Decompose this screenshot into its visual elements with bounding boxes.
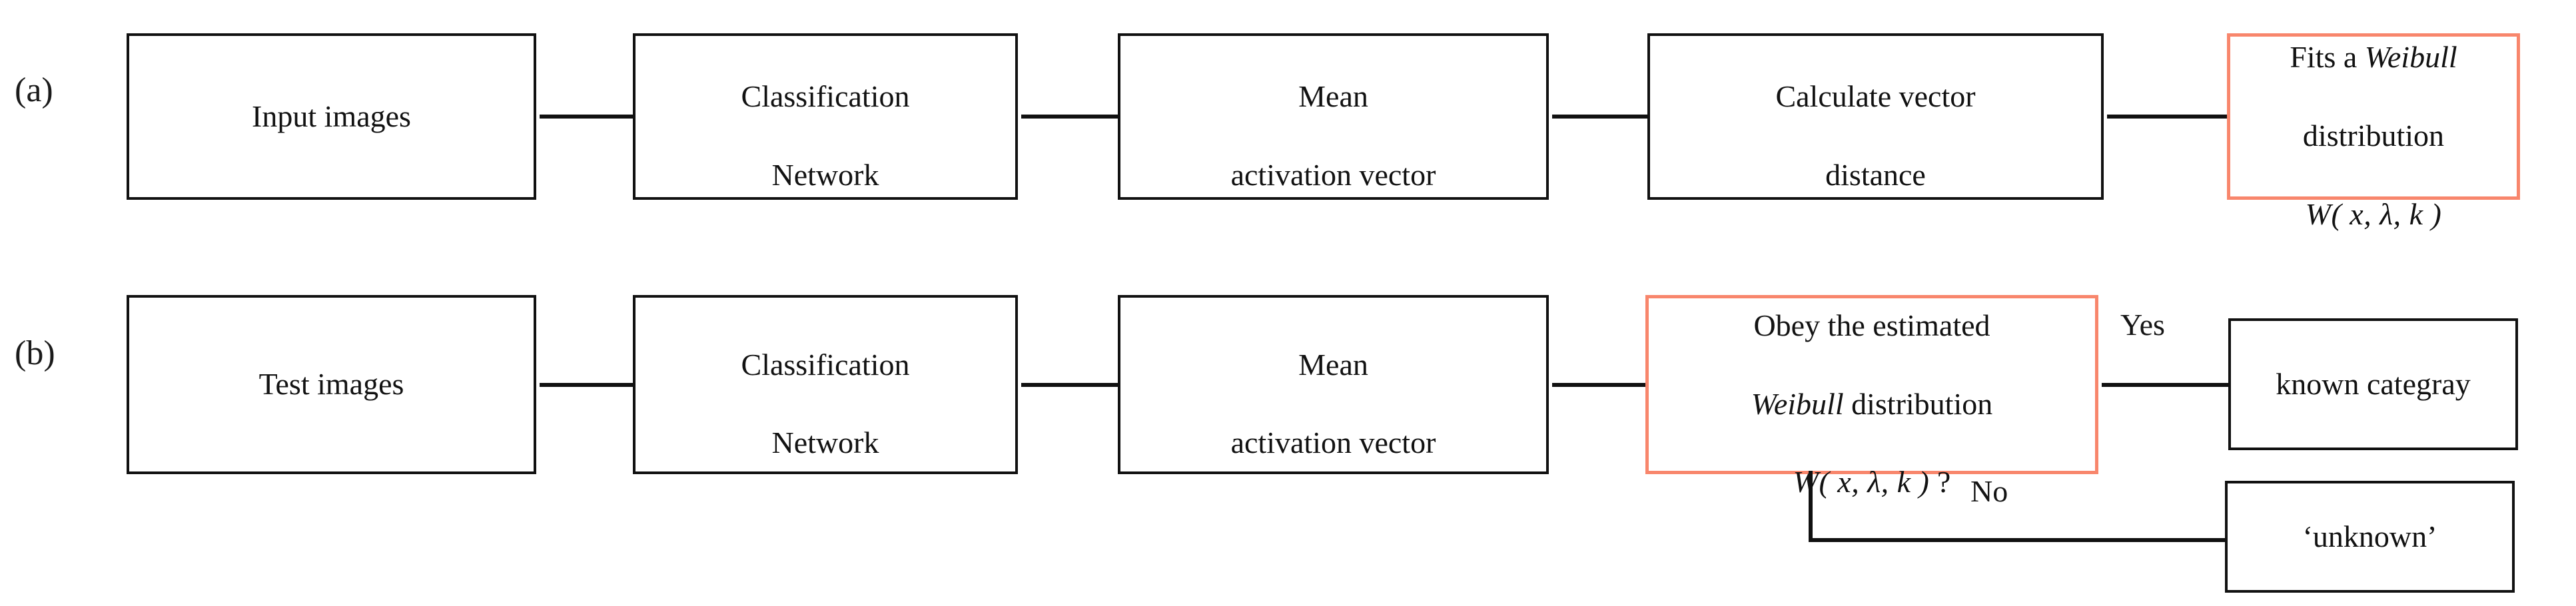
line-1: Mean: [1298, 347, 1368, 382]
node-obey-weibull-decision: Obey the estimated Weibull distribution …: [1645, 295, 2098, 499]
node-known-category: known categray: [2228, 318, 2518, 450]
line-2: activation vector: [1230, 157, 1436, 192]
node-fits-weibull-distribution-label: Fits a Weibull distribution W( x, λ, k ): [2290, 0, 2457, 234]
elbow-horizontal-no: [1809, 538, 2225, 542]
line-2: Network: [771, 157, 879, 192]
node-classification-network-b: Classification Network: [633, 295, 1018, 474]
elbow-vertical-no: [1809, 471, 1813, 542]
panel-label-a: (a): [15, 71, 53, 109]
weibull-formula-symbol: W: [1793, 465, 1819, 499]
line-2-emphasis: Weibull: [1751, 386, 1844, 421]
weibull-formula-args: ( x, λ, k ): [1819, 465, 1930, 499]
node-obey-weibull-decision-label: Obey the estimated Weibull distribution …: [1751, 267, 1992, 502]
line-1-emphasis: Weibull: [2364, 40, 2457, 75]
node-classification-network-b-label: Classification Network: [741, 306, 910, 463]
node-mean-activation-vector-b: Mean activation vector: [1118, 295, 1549, 474]
node-input-images: Input images: [127, 33, 536, 200]
line-2-rest: distribution: [1843, 386, 1993, 421]
weibull-formula-symbol: W: [2305, 196, 2332, 231]
branch-label-no: No: [1970, 474, 2008, 508]
node-calculate-vector-distance: Calculate vector distance: [1647, 33, 2104, 200]
line-2: activation vector: [1230, 426, 1436, 460]
line-1: Obey the estimated: [1753, 308, 1990, 342]
line-1: Calculate vector: [1775, 79, 1976, 114]
line-2: Network: [771, 426, 879, 460]
node-unknown-label: ‘unknown’: [2302, 519, 2437, 553]
node-classification-network-a: Classification Network: [633, 33, 1018, 200]
node-mean-activation-vector-a-label: Mean activation vector: [1231, 38, 1436, 195]
weibull-formula-args: ( x, λ, k ): [2331, 196, 2442, 231]
node-known-category-label: known categray: [2276, 366, 2471, 401]
line-2: distribution: [2302, 119, 2445, 152]
node-input-images-label: Input images: [252, 99, 411, 133]
node-fits-weibull-distribution: Fits a Weibull distribution W( x, λ, k ): [2227, 33, 2520, 231]
node-test-images: Test images: [127, 295, 536, 474]
line-1-prefix: Fits a: [2290, 40, 2365, 75]
node-unknown: ‘unknown’: [2225, 481, 2515, 593]
line-1: Mean: [1298, 79, 1368, 114]
node-mean-activation-vector-b-label: Mean activation vector: [1231, 306, 1436, 463]
node-test-images-label: Test images: [258, 367, 404, 402]
node-mean-activation-vector-a: Mean activation vector: [1118, 33, 1549, 200]
branch-label-yes: Yes: [2120, 308, 2165, 342]
line-1: Classification: [741, 79, 910, 114]
line-1: Classification: [741, 347, 910, 382]
node-classification-network-a-label: Classification Network: [741, 38, 910, 195]
line-2: distance: [1825, 157, 1926, 192]
weibull-formula-question: ?: [1929, 465, 1951, 499]
panel-label-b: (b): [15, 334, 55, 372]
node-calculate-vector-distance-label: Calculate vector distance: [1775, 38, 1975, 195]
